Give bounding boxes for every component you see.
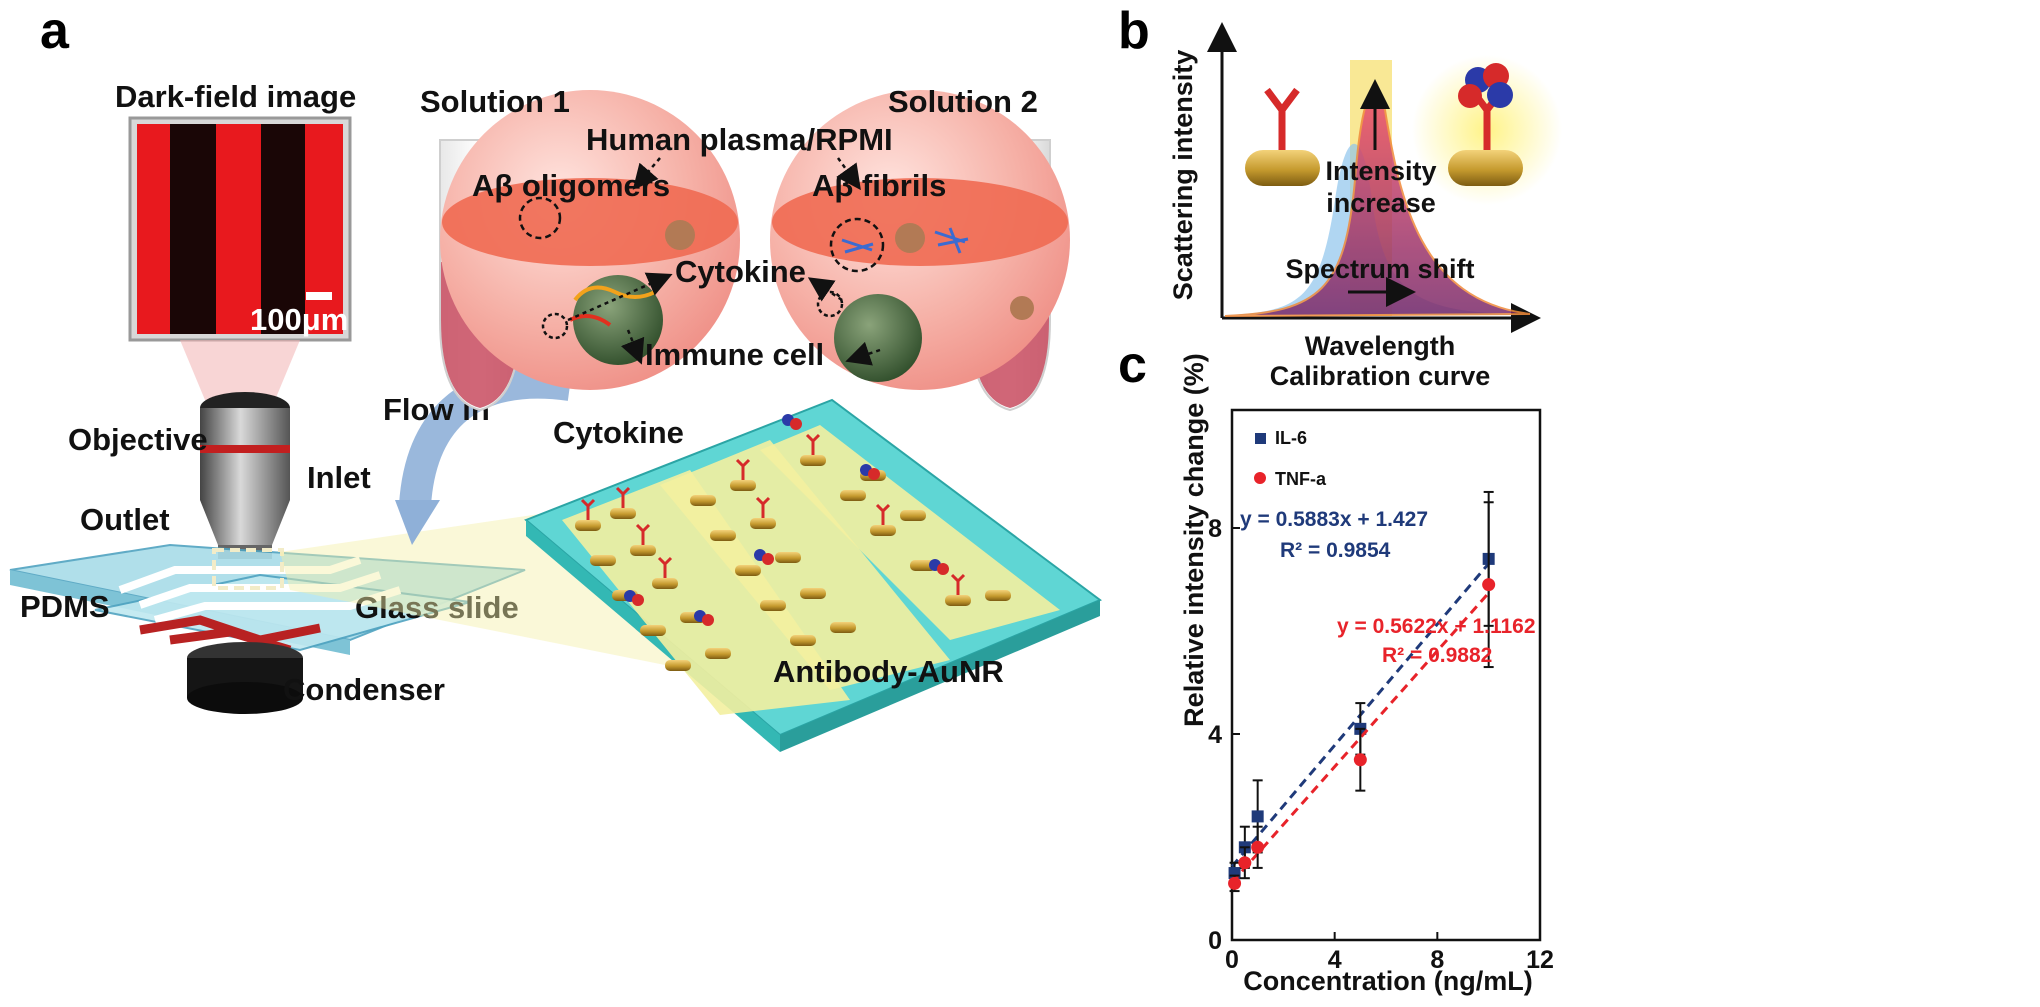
- legend-il6-label: IL-6: [1275, 428, 1307, 448]
- darkfield-title: Dark-field image: [115, 79, 356, 114]
- pointer-arrows: [567, 157, 881, 366]
- light-cone: [180, 340, 300, 400]
- flow-in-arrowhead: [395, 500, 440, 545]
- spectrum-shift-label: Spectrum shift: [1285, 254, 1474, 284]
- tnfa-point: [1238, 856, 1252, 870]
- panel-a-letter: a: [40, 2, 70, 60]
- cytokine-chip-label: Cytokine: [553, 415, 684, 450]
- cytokine-sphere-label: Cytokine: [675, 254, 806, 289]
- inlet-label: Inlet: [307, 460, 371, 495]
- tnfa-point: [1228, 876, 1242, 890]
- solution-1-label: Solution 1: [420, 84, 570, 119]
- x-tick-label: 12: [1526, 946, 1554, 974]
- flow-in-arrow: [399, 366, 573, 507]
- calibration-xlabel: Concentration (ng/mL): [1243, 966, 1532, 996]
- tnfa-point: [1251, 840, 1265, 854]
- objective-lens: [200, 392, 290, 559]
- spectrum-plot: [1207, 22, 1562, 333]
- tnfa-point: [1482, 578, 1496, 592]
- immune-cell-label: Immune cell: [645, 337, 824, 372]
- tnfa-equation: y = 0.5622x + 1.1162: [1337, 615, 1536, 638]
- panel-c-letter: c: [1118, 336, 1147, 394]
- tnfa-point: [1353, 753, 1367, 767]
- calibration-ylabel: Relative intensity change (%): [1179, 353, 1209, 727]
- tnfa-fit-line: [1230, 591, 1490, 884]
- aunr-right: [1448, 150, 1523, 186]
- solution-2-label: Solution 2: [888, 84, 1038, 119]
- plot-frame: [1230, 408, 1542, 942]
- y-tick-label: 0: [1208, 927, 1222, 955]
- pdms-label: PDMS: [20, 589, 110, 624]
- il6-r2: R² = 0.9854: [1280, 539, 1391, 562]
- panel-b-letter: b: [1118, 2, 1150, 60]
- ab-fibrils-label: Aβ fibrils: [812, 168, 946, 203]
- intensity-increase-line2: increase: [1326, 188, 1436, 218]
- condenser-label: Condenser: [283, 672, 445, 707]
- glass-slide-label: Glass slide: [355, 590, 519, 625]
- y-tick-label: 4: [1208, 721, 1222, 749]
- spectrum-ylabel: Scattering intensity: [1168, 50, 1198, 301]
- tnfa-r2: R² = 0.9882: [1382, 644, 1492, 667]
- sphere-solution-1: [440, 90, 740, 390]
- legend-il6-marker: [1255, 433, 1266, 444]
- spectrum-xlabel: Wavelength: [1305, 331, 1456, 361]
- outlet-label: Outlet: [80, 502, 170, 537]
- calibration-title: Calibration curve: [1270, 361, 1491, 391]
- chip-closeup: [524, 398, 1102, 752]
- il6-equation: y = 0.5883x + 1.427: [1240, 508, 1428, 531]
- darkfield-image: 100μm: [128, 116, 352, 342]
- scale-bar-label: 100μm: [250, 302, 348, 337]
- x-tick-label: 8: [1430, 946, 1444, 974]
- intensity-increase-line1: Intensity: [1325, 156, 1436, 186]
- il6-point: [1251, 810, 1264, 823]
- x-tick-label: 4: [1328, 946, 1342, 974]
- x-tick-label: 0: [1225, 946, 1239, 974]
- y-tick-label: 8: [1208, 515, 1222, 543]
- aunr-left: [1245, 150, 1320, 186]
- ab-oligomers-label: Aβ oligomers: [472, 168, 670, 203]
- legend-tnfa-label: TNF-a: [1275, 469, 1327, 489]
- antibody-aunr-label: Antibody-AuNR: [773, 654, 1004, 689]
- human-plasma-label: Human plasma/RPMI: [586, 122, 893, 157]
- legend-tnfa-marker: [1254, 472, 1266, 484]
- scale-bar: [306, 292, 332, 300]
- objective-label: Objective: [68, 422, 208, 457]
- microfluidic-chip: [9, 543, 526, 714]
